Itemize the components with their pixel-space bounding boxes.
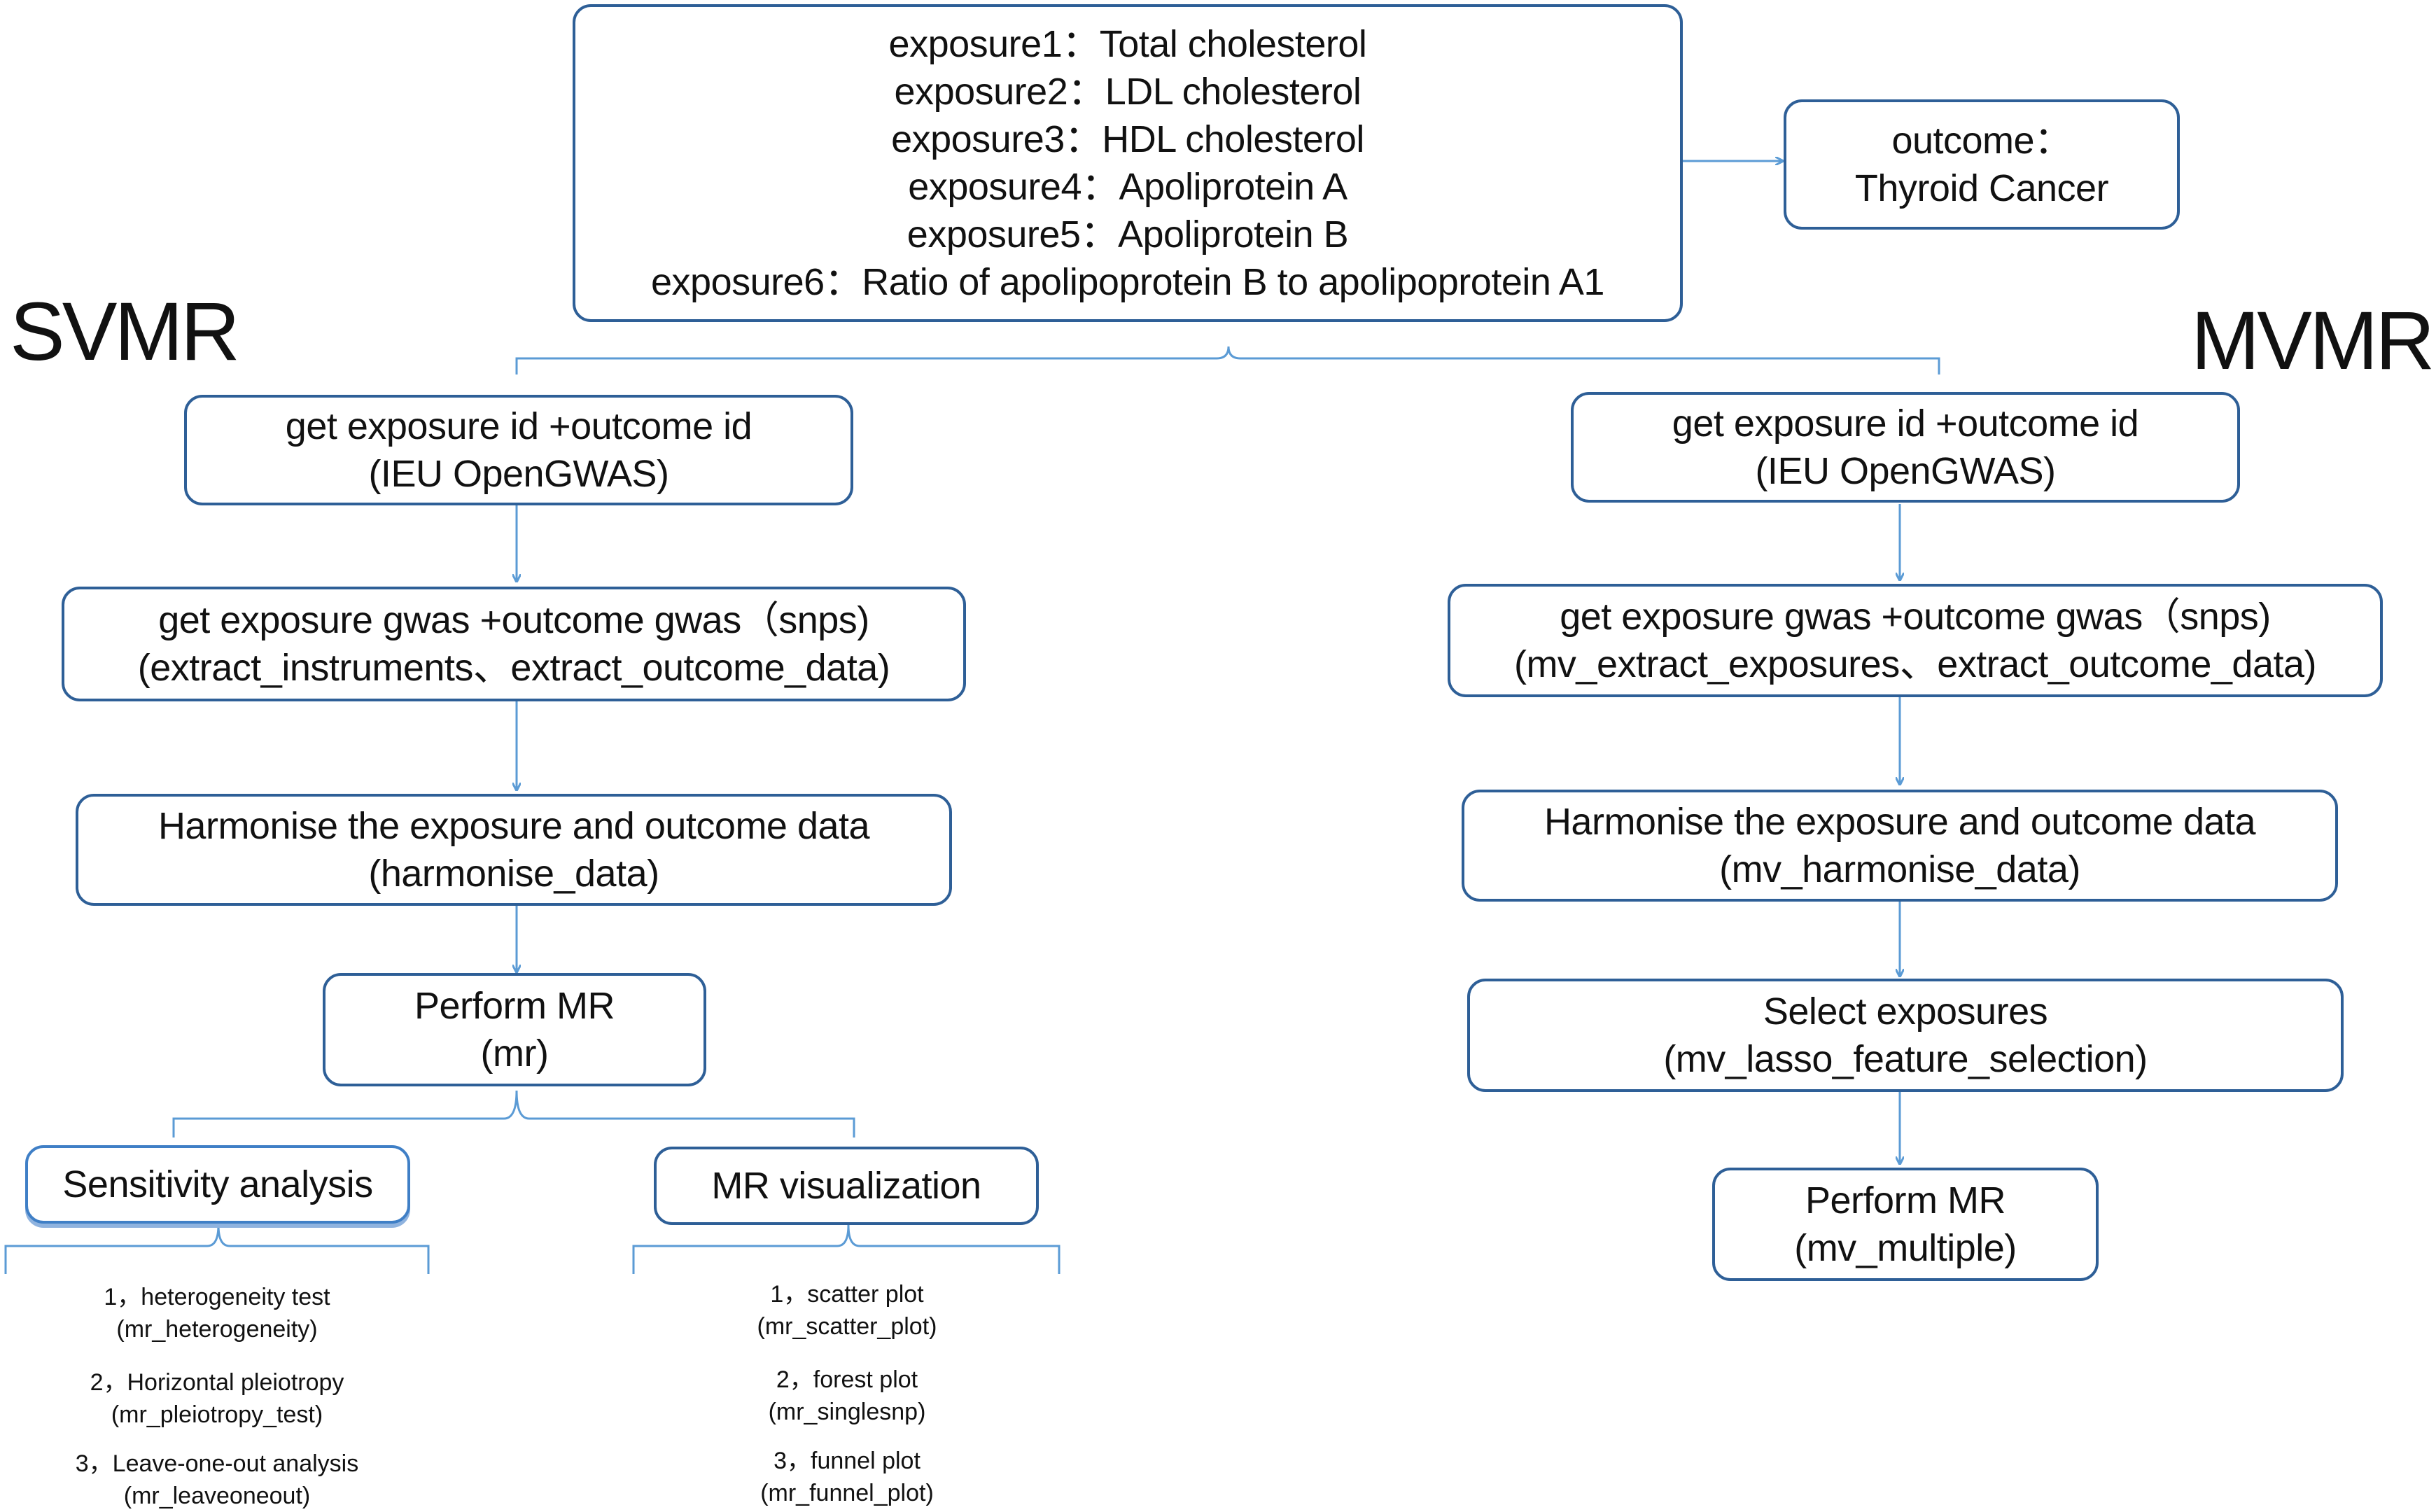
outcome-box: outcome： Thyroid Cancer xyxy=(1784,99,2180,230)
step-label: get exposure gwas +outcome gwas（snps) xyxy=(158,599,869,641)
sensitivity-item: 2，Horizontal pleiotropy (mr_pleiotropy_t… xyxy=(28,1366,406,1431)
visualization-item: 1，scatter plot (mr_scatter_plot) xyxy=(658,1278,1036,1343)
outcome-label: outcome： xyxy=(1891,120,2072,162)
step-function: (mv_harmonise_data) xyxy=(1719,848,2080,890)
item-label: 3，funnel plot xyxy=(774,1448,920,1474)
mvmr-step-perform-mr: Perform MR (mv_multiple) xyxy=(1712,1168,2099,1281)
mvmr-step-get-ids: get exposure id +outcome id (IEU OpenGWA… xyxy=(1571,392,2240,503)
step-label: Select exposures xyxy=(1763,990,2048,1032)
mvmr-step-harmonise: Harmonise the exposure and outcome data … xyxy=(1462,790,2338,902)
item-function: (mr_leaveoneout) xyxy=(123,1483,311,1509)
step-label: Perform MR xyxy=(1805,1180,2006,1222)
item-function: (mr_scatter_plot) xyxy=(757,1313,937,1340)
step-function: (mr) xyxy=(480,1032,549,1074)
visualization-item: 3，funnel plot (mr_funnel_plot) xyxy=(658,1445,1036,1509)
visualization-label: MR visualization xyxy=(711,1165,981,1207)
step-function: (extract_instruments、extract_outcome_dat… xyxy=(137,647,890,689)
step-function: (harmonise_data) xyxy=(368,853,659,895)
svmr-step-get-gwas: get exposure gwas +outcome gwas（snps) (e… xyxy=(62,587,966,701)
visualization-item: 2，forest plot (mr_singlesnp) xyxy=(658,1364,1036,1428)
svmr-step-harmonise: Harmonise the exposure and outcome data … xyxy=(76,794,952,906)
svmr-step-perform-mr: Perform MR (mr) xyxy=(323,973,706,1086)
mr-visualization-box: MR visualization xyxy=(654,1147,1039,1225)
item-label: 2，forest plot xyxy=(776,1366,918,1393)
step-function: (mv_multiple) xyxy=(1794,1227,2017,1269)
item-function: (mr_funnel_plot) xyxy=(760,1480,934,1506)
step-function: (IEU OpenGWAS) xyxy=(368,453,669,495)
exposure-line: exposure5：Apoliprotein B xyxy=(906,214,1349,255)
step-label: get exposure id +outcome id xyxy=(285,405,752,447)
step-function: (mv_extract_exposures、extract_outcome_da… xyxy=(1513,643,2317,685)
sensitivity-analysis-box: Sensitivity analysis xyxy=(25,1145,410,1224)
exposure-line: exposure3：HDL cholesterol xyxy=(891,118,1364,160)
item-function: (mr_pleiotropy_test) xyxy=(111,1401,323,1428)
item-label: 1，scatter plot xyxy=(770,1281,924,1308)
sensitivity-label: Sensitivity analysis xyxy=(62,1163,373,1205)
outcome-value: Thyroid Cancer xyxy=(1854,167,2109,209)
visualization-bracket xyxy=(632,1224,1060,1274)
mr-split-bracket xyxy=(172,1090,855,1138)
exposure-line: exposure1：Total cholesterol xyxy=(888,23,1367,65)
item-label: 1，heterogeneity test xyxy=(104,1284,330,1310)
step-function: (mv_lasso_feature_selection) xyxy=(1663,1038,2148,1080)
step-label: Perform MR xyxy=(414,985,615,1027)
sensitivity-bracket xyxy=(4,1224,430,1274)
mvmr-title: MVMR xyxy=(2191,295,2435,387)
exposure-line: exposure4：Apoliprotein A xyxy=(908,166,1348,208)
item-function: (mr_heterogeneity) xyxy=(116,1316,318,1343)
item-label: 3，Leave-one-out analysis xyxy=(75,1450,359,1477)
item-function: (mr_singlesnp) xyxy=(768,1399,926,1425)
step-label: Harmonise the exposure and outcome data xyxy=(1544,801,2256,843)
step-label: get exposure gwas +outcome gwas（snps) xyxy=(1560,596,2271,638)
step-label: get exposure id +outcome id xyxy=(1672,402,2139,444)
split-bracket xyxy=(515,346,1940,374)
sensitivity-item: 1，heterogeneity test (mr_heterogeneity) xyxy=(28,1281,406,1345)
item-label: 2，Horizontal pleiotropy xyxy=(90,1369,344,1396)
sensitivity-item: 3，Leave-one-out analysis (mr_leaveoneout… xyxy=(28,1448,406,1512)
step-label: Harmonise the exposure and outcome data xyxy=(158,805,870,847)
exposure-line: exposure2：LDL cholesterol xyxy=(894,71,1362,113)
step-function: (IEU OpenGWAS) xyxy=(1755,450,2056,492)
exposure-line: exposure6：Ratio of apolipoprotein B to a… xyxy=(651,261,1604,303)
mvmr-step-select-exposures: Select exposures (mv_lasso_feature_selec… xyxy=(1467,979,2344,1092)
svmr-step-get-ids: get exposure id +outcome id (IEU OpenGWA… xyxy=(184,395,853,505)
mvmr-step-get-gwas: get exposure gwas +outcome gwas（snps) (m… xyxy=(1448,584,2383,697)
svmr-title: SVMR xyxy=(10,286,240,378)
exposures-box: exposure1：Total cholesterol exposure2：LD… xyxy=(573,4,1683,322)
